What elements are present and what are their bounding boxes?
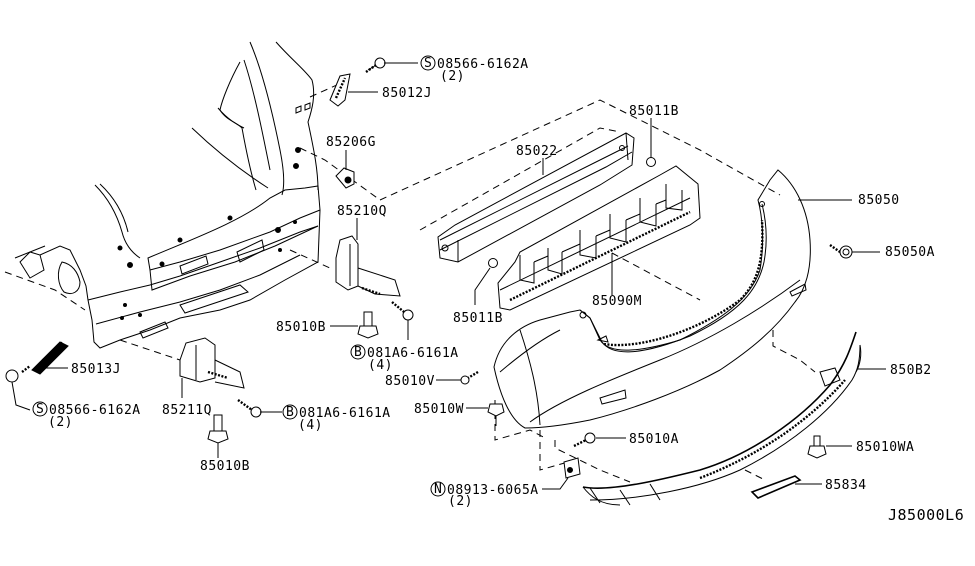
prefix-symbols: S B S B N [32,55,446,497]
prefix-n-icon: N [434,482,442,497]
part-qty-081A6-right: (4) [368,358,393,373]
part-label-081A6-6161A-right[interactable]: 081A6-6161A [367,346,459,361]
diagram-code: J85000L6 [888,506,964,524]
part-label-85010WA[interactable]: 85010WA [856,440,914,455]
reinforcement-drawing [437,132,635,263]
part-label-85011B-top[interactable]: 85011B [629,104,679,119]
leader-lines [11,62,886,490]
part-label-08566-6162A-top[interactable]: 08566-6162A [437,57,529,72]
bracket-85013J-drawing [31,341,69,375]
part-qty-081A6-left: (4) [298,418,323,433]
part-label-85834[interactable]: 85834 [825,478,867,493]
part-label-85210Q[interactable]: 85210Q [337,204,387,219]
part-label-85010V[interactable]: 85010V [385,374,435,389]
part-qty-08566-left: (2) [48,415,73,430]
bracket-85012J-drawing [329,73,351,107]
reflector-drawing [750,475,802,499]
prefix-s-icon: S [36,402,44,417]
nut-clip-08913-drawing [563,457,581,479]
part-label-85050[interactable]: 85050 [858,193,900,208]
bumper-fascia-drawing [493,169,811,429]
part-label-85010W[interactable]: 85010W [414,402,464,417]
part-label-85013J[interactable]: 85013J [71,362,121,377]
part-label-85022[interactable]: 85022 [516,144,558,159]
part-label-85010A[interactable]: 85010A [629,432,679,447]
part-label-850B2[interactable]: 850B2 [890,363,932,378]
part-label-85010B-left[interactable]: 85010B [200,459,250,474]
prefix-s-icon: S [424,56,432,71]
part-label-85206G[interactable]: 85206G [326,135,376,150]
fasteners [5,57,853,459]
part-label-85010B-right[interactable]: 85010B [276,320,326,335]
lower-valance-drawing [582,331,862,506]
bracket-85210Q-drawing [335,235,401,297]
part-label-85090M[interactable]: 85090M [592,294,642,309]
part-label-85211Q[interactable]: 85211Q [162,403,212,418]
part-label-08566-6162A-left[interactable]: 08566-6162A [49,403,141,418]
prefix-b-icon: B [286,405,294,420]
part-qty-08913: (2) [448,494,473,509]
prefix-b-icon: B [354,345,362,360]
bracket-85211Q-drawing [179,337,245,389]
part-qty-08566-top: (2) [440,69,465,84]
part-label-85050A[interactable]: 85050A [885,245,935,260]
energy-absorber-drawing [497,165,701,311]
part-label-08913-6065A[interactable]: 08913-6065A [447,483,539,498]
part-label-85012J[interactable]: 85012J [382,86,432,101]
part-label-081A6-6161A-left[interactable]: 081A6-6161A [299,406,391,421]
body-rear-panel-drawing [4,41,381,361]
part-label-85011B-bottom[interactable]: 85011B [453,311,503,326]
